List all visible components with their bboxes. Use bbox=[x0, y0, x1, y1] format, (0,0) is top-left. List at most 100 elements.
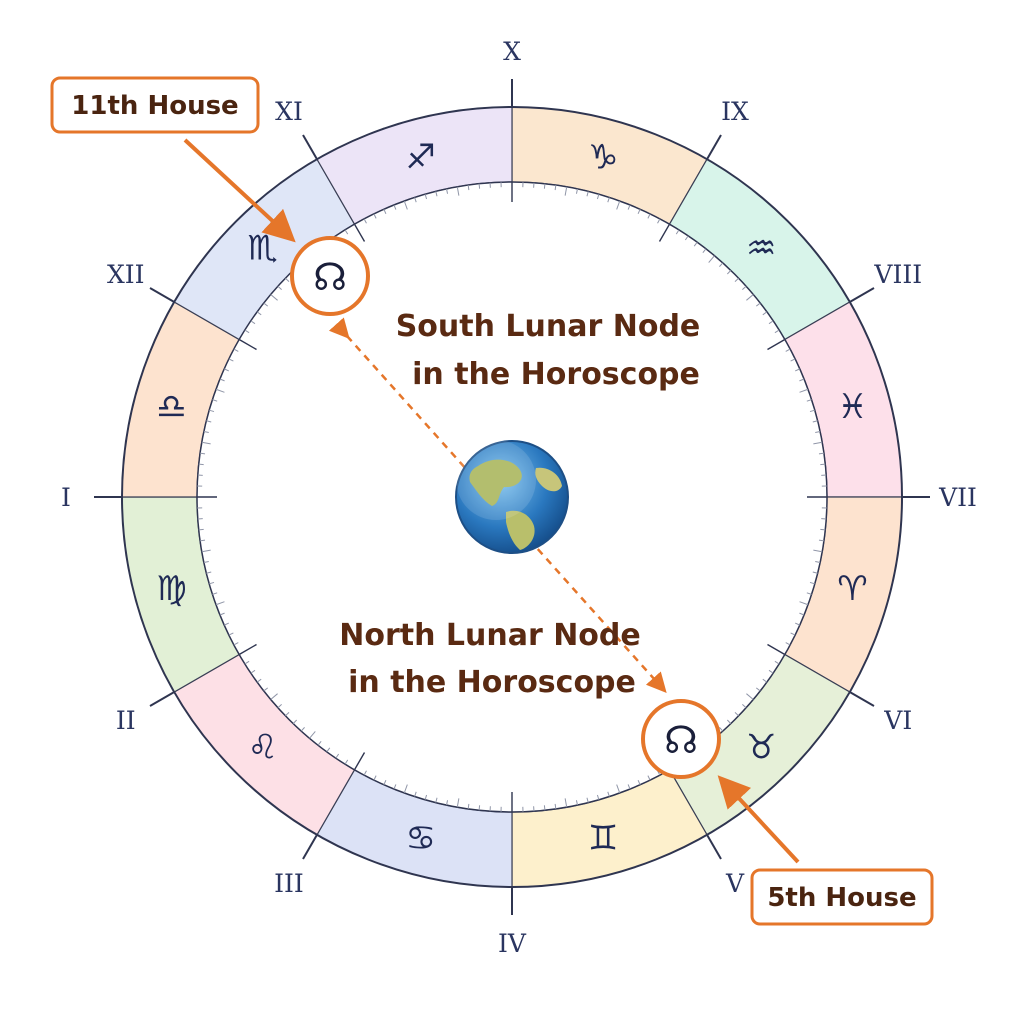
degree-tick bbox=[456, 798, 460, 808]
degree-tick bbox=[813, 549, 823, 553]
house-label-VI: VI bbox=[883, 706, 912, 735]
degree-tick bbox=[244, 660, 250, 665]
degree-tick bbox=[813, 441, 823, 445]
degree-tick bbox=[774, 660, 780, 665]
degree-tick bbox=[467, 803, 470, 810]
gemini-icon: ♊ bbox=[588, 818, 618, 858]
degree-tick bbox=[383, 779, 387, 785]
degree-tick bbox=[812, 571, 818, 574]
degree-tick bbox=[812, 420, 818, 423]
house-label-VIII: VIII bbox=[873, 260, 922, 289]
degree-tick bbox=[209, 409, 215, 413]
degree-tick bbox=[215, 388, 225, 393]
degree-tick bbox=[263, 687, 269, 692]
house-cusp-III bbox=[302, 834, 318, 860]
degree-tick bbox=[794, 622, 800, 626]
house-cusp-V bbox=[706, 834, 722, 860]
degree-tick bbox=[233, 348, 239, 352]
degree-tick bbox=[198, 528, 204, 531]
degree-tick bbox=[726, 270, 732, 275]
degree-tick bbox=[809, 409, 815, 413]
degree-tick bbox=[785, 642, 791, 646]
degree-tick bbox=[300, 727, 305, 732]
degree-tick bbox=[424, 794, 428, 800]
degree-tick bbox=[478, 183, 481, 189]
degree-tick bbox=[809, 581, 815, 585]
degree-tick bbox=[212, 399, 218, 402]
house-label-V: V bbox=[725, 869, 745, 898]
degree-tick bbox=[790, 632, 796, 636]
major-tick bbox=[238, 643, 257, 656]
degree-tick bbox=[224, 622, 230, 626]
degree-tick bbox=[478, 805, 481, 811]
degree-tick bbox=[383, 209, 387, 215]
degree-tick bbox=[575, 188, 578, 194]
degree-tick bbox=[228, 358, 234, 362]
degree-tick bbox=[554, 184, 557, 191]
degree-tick bbox=[734, 711, 739, 717]
south-node-marker: ☊ bbox=[290, 236, 370, 316]
degree-tick bbox=[647, 213, 651, 219]
degree-tick bbox=[256, 678, 262, 683]
north-node-marker: ☊ bbox=[641, 699, 721, 779]
degree-tick bbox=[820, 463, 826, 466]
degree-tick bbox=[326, 747, 331, 753]
degree-tick bbox=[212, 592, 218, 595]
degree-tick bbox=[344, 229, 349, 235]
degree-tick bbox=[818, 539, 825, 542]
degree-tick bbox=[596, 194, 600, 200]
house-cusp-VIII bbox=[849, 287, 875, 303]
degree-tick bbox=[219, 378, 225, 382]
degree-tick bbox=[799, 388, 809, 393]
degree-tick bbox=[657, 218, 661, 224]
degree-tick bbox=[199, 539, 206, 542]
house-label-XII: XII bbox=[107, 260, 145, 289]
degree-tick bbox=[250, 669, 256, 674]
house-label-XI: XI bbox=[275, 97, 303, 126]
major-tick bbox=[353, 752, 366, 771]
degree-tick bbox=[684, 235, 689, 241]
degree-tick bbox=[719, 727, 724, 732]
degree-tick bbox=[702, 248, 707, 254]
degree-tick bbox=[746, 693, 754, 700]
degree-tick bbox=[201, 549, 211, 553]
degree-tick bbox=[607, 791, 610, 797]
degree-tick bbox=[201, 441, 211, 445]
degree-tick bbox=[424, 194, 428, 200]
callout-11th-house-text: 11th House bbox=[71, 91, 238, 121]
house-cusp-XI bbox=[302, 134, 318, 160]
degree-tick bbox=[785, 348, 791, 352]
degree-tick bbox=[233, 642, 239, 646]
degree-tick bbox=[224, 368, 230, 372]
callout-5th-house-text: 5th House bbox=[767, 883, 916, 913]
degree-tick bbox=[755, 302, 761, 307]
degree-tick bbox=[403, 200, 408, 210]
degree-tick bbox=[219, 612, 225, 616]
north-node-label-line1: North Lunar Node bbox=[339, 618, 641, 653]
degree-tick bbox=[215, 601, 225, 606]
degree-tick bbox=[270, 693, 278, 700]
degree-tick bbox=[768, 669, 774, 674]
aries-icon: ♈ bbox=[837, 569, 867, 609]
degree-tick bbox=[256, 311, 262, 316]
house-cusp-IX bbox=[706, 134, 722, 160]
house-cusp-VI bbox=[849, 691, 875, 707]
degree-tick bbox=[616, 200, 621, 210]
degree-tick bbox=[799, 612, 805, 616]
degree-tick bbox=[708, 255, 715, 263]
south-node-label-line1: South Lunar Node bbox=[396, 309, 701, 344]
degree-tick bbox=[270, 294, 278, 301]
degree-tick bbox=[393, 204, 397, 210]
degree-tick bbox=[203, 560, 209, 563]
degree-tick bbox=[335, 753, 340, 759]
degree-tick bbox=[543, 183, 546, 189]
zodiac-sign-glyphs: ♑♒♓♈♉♊♋♌♍♎♏♐ bbox=[156, 138, 867, 859]
taurus-icon: ♉ bbox=[746, 727, 776, 767]
degree-tick bbox=[596, 794, 600, 800]
degree-tick bbox=[373, 775, 377, 781]
degree-tick bbox=[292, 719, 298, 724]
degree-tick bbox=[734, 277, 739, 283]
north-node-label-line2: in the Horoscope bbox=[348, 665, 636, 700]
degree-tick bbox=[755, 687, 761, 692]
house-label-II: II bbox=[116, 706, 136, 735]
